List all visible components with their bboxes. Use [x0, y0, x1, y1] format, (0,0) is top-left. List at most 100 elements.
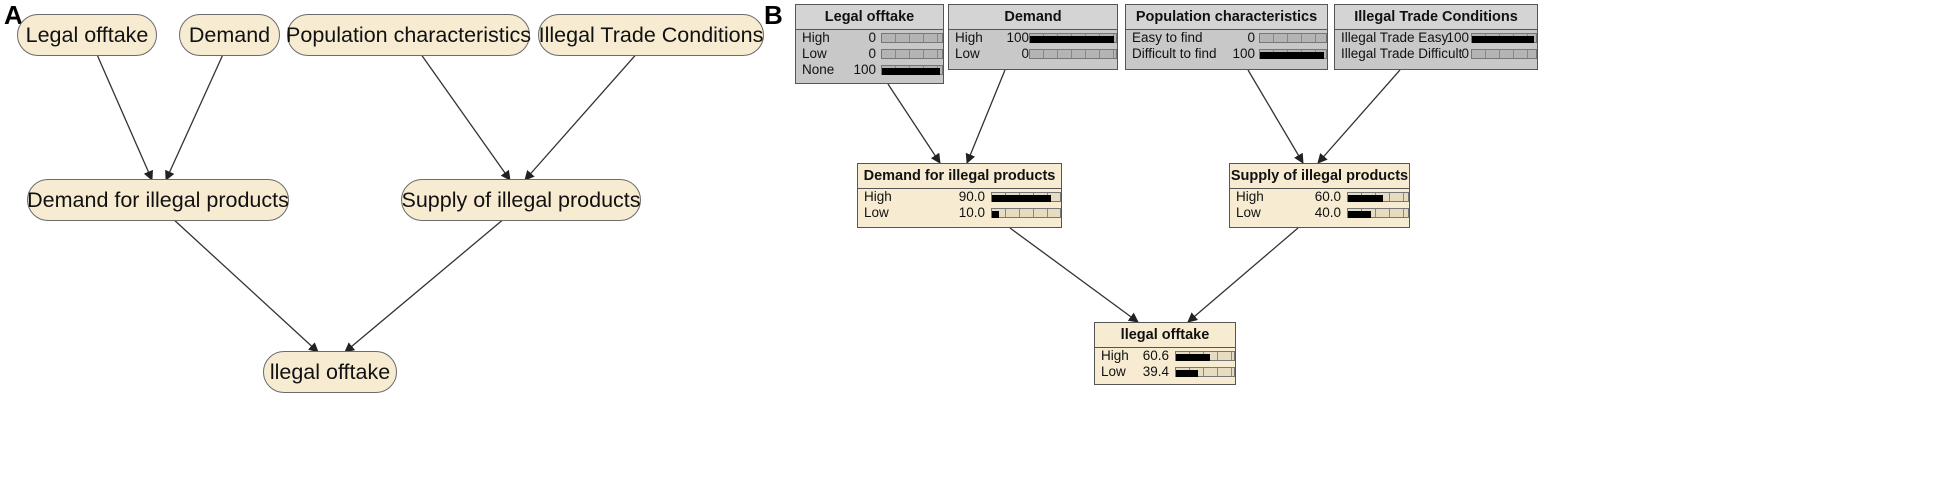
node-title: Demand [949, 5, 1117, 30]
edge-b-legal-offtake-to-demand-illegal [887, 83, 941, 164]
node-states: High 60.6 Low 39.4 [1095, 348, 1235, 380]
edge-b-demand-to-demand-illegal [965, 69, 1006, 164]
state-row: Low 0 [949, 46, 1117, 62]
state-value: 0 [868, 46, 876, 61]
node-b-legal-offtake: Legal offtake High 0 Low 0 None 100 [795, 4, 944, 84]
state-probability-bar [1030, 36, 1114, 43]
state-probability-bar [882, 68, 940, 75]
state-value: 60.0 [1314, 189, 1341, 204]
state-value: 0 [1247, 30, 1255, 45]
state-row: Illegal Trade Easy 100 [1335, 30, 1537, 46]
state-bar-track [1259, 33, 1327, 43]
state-bar-track [1259, 49, 1327, 59]
state-row: High 60.6 [1095, 348, 1235, 364]
state-label: None [802, 62, 835, 77]
state-bar-track [1175, 351, 1235, 361]
state-value: 100 [853, 62, 876, 77]
node-states: High 90.0 Low 10.0 [858, 189, 1061, 221]
state-label: Low [802, 46, 827, 61]
state-label: High [864, 189, 892, 204]
state-bar-track [1029, 49, 1117, 59]
state-probability-bar [1260, 52, 1324, 59]
node-title: Supply of illegal products [1230, 164, 1409, 189]
state-label: Low [864, 205, 889, 220]
state-value: 100 [1232, 46, 1255, 61]
state-label: Low [1101, 364, 1126, 379]
edge-a-legal-offtake-to-demand-illegal [94, 49, 153, 181]
state-bar-track [881, 33, 943, 43]
state-value: 40.0 [1314, 205, 1341, 220]
state-label: Low [955, 46, 980, 61]
edge-b-trade-conditions-to-supply-illegal [1317, 69, 1401, 164]
state-row: High 60.0 [1230, 189, 1409, 205]
state-value: 10.0 [958, 205, 985, 220]
node-a-demand: Demand [179, 14, 280, 56]
node-a-legal-offtake: Legal offtake [17, 14, 157, 56]
state-row: Low 10.0 [858, 205, 1061, 221]
edge-a-population-to-supply-illegal [417, 49, 511, 181]
state-row: High 0 [796, 30, 943, 46]
state-row: Low 39.4 [1095, 364, 1235, 380]
node-b-supply-of-illegal-products: Supply of illegal products High 60.0 Low… [1229, 163, 1410, 228]
state-bar-track [1471, 33, 1537, 43]
state-probability-bar [992, 195, 1051, 202]
state-label: High [1236, 189, 1264, 204]
node-states: High 60.0 Low 40.0 [1230, 189, 1409, 221]
edge-b-demand-illegal-to-illegal-offtake [1009, 227, 1139, 323]
state-row: Easy to find 0 [1126, 30, 1327, 46]
state-row: Difficult to find 100 [1126, 46, 1327, 62]
state-bar-track [1347, 208, 1409, 218]
node-states: Easy to find 0 Difficult to find 100 [1126, 30, 1327, 62]
node-b-demand-for-illegal-products: Demand for illegal products High 90.0 Lo… [857, 163, 1062, 228]
edge-a-demand-to-demand-illegal [165, 49, 226, 181]
state-row: High 100 [949, 30, 1117, 46]
state-label: High [955, 30, 983, 45]
node-a-supply-of-illegal-products: Supply of illegal products [401, 179, 641, 221]
node-a-illegal-offtake: llegal offtake [263, 351, 397, 393]
state-label: Illegal Trade Easy [1341, 30, 1449, 45]
state-value: 39.4 [1142, 364, 1169, 379]
panel-label-a: A [4, 0, 23, 30]
state-bar-track [1029, 33, 1117, 43]
state-probability-bar [1176, 370, 1198, 377]
node-a-illegal-trade-conditions: Illegal Trade Conditions [538, 14, 764, 56]
state-probability-bar [1472, 36, 1534, 43]
state-value: 90.0 [958, 189, 985, 204]
state-probability-bar [992, 211, 999, 218]
state-row: High 90.0 [858, 189, 1061, 205]
edge-b-population-to-supply-illegal [1247, 69, 1304, 164]
state-bar-track [1471, 49, 1537, 59]
node-states: Illegal Trade Easy 100 Illegal Trade Dif… [1335, 30, 1537, 62]
node-b-illegal-offtake: llegal offtake High 60.6 Low 39.4 [1094, 322, 1236, 385]
state-label: High [1101, 348, 1129, 363]
state-label: Low [1236, 205, 1261, 220]
node-a-population-characteristics: Population characteristics [286, 14, 531, 56]
state-label: Easy to find [1132, 30, 1203, 45]
state-row: Illegal Trade Difficult 0 [1335, 46, 1537, 62]
state-value: 100 [1006, 30, 1029, 45]
state-row: Low 0 [796, 46, 943, 62]
node-states: High 0 Low 0 None 100 [796, 30, 943, 78]
state-value: 60.6 [1142, 348, 1169, 363]
state-label: Difficult to find [1132, 46, 1217, 61]
node-title: Legal offtake [796, 5, 943, 30]
panel-label-b: B [764, 0, 783, 30]
state-probability-bar [1348, 211, 1371, 218]
node-title: Population characteristics [1126, 5, 1327, 30]
state-value: 100 [1446, 30, 1469, 45]
state-value: 0 [868, 30, 876, 45]
node-b-population-characteristics: Population characteristics Easy to find … [1125, 4, 1328, 70]
node-title: llegal offtake [1095, 323, 1235, 348]
node-title: Illegal Trade Conditions [1335, 5, 1537, 30]
node-b-demand: Demand High 100 Low 0 [948, 4, 1118, 70]
state-probability-bar [1176, 354, 1210, 361]
state-bar-track [1175, 367, 1235, 377]
edge-a-supply-illegal-to-illegal-offtake [344, 217, 506, 353]
state-value: 0 [1021, 46, 1029, 61]
state-row: None 100 [796, 62, 943, 78]
state-value: 0 [1461, 46, 1469, 61]
state-bar-track [991, 192, 1061, 202]
state-label: High [802, 30, 830, 45]
state-bar-track [881, 65, 943, 75]
